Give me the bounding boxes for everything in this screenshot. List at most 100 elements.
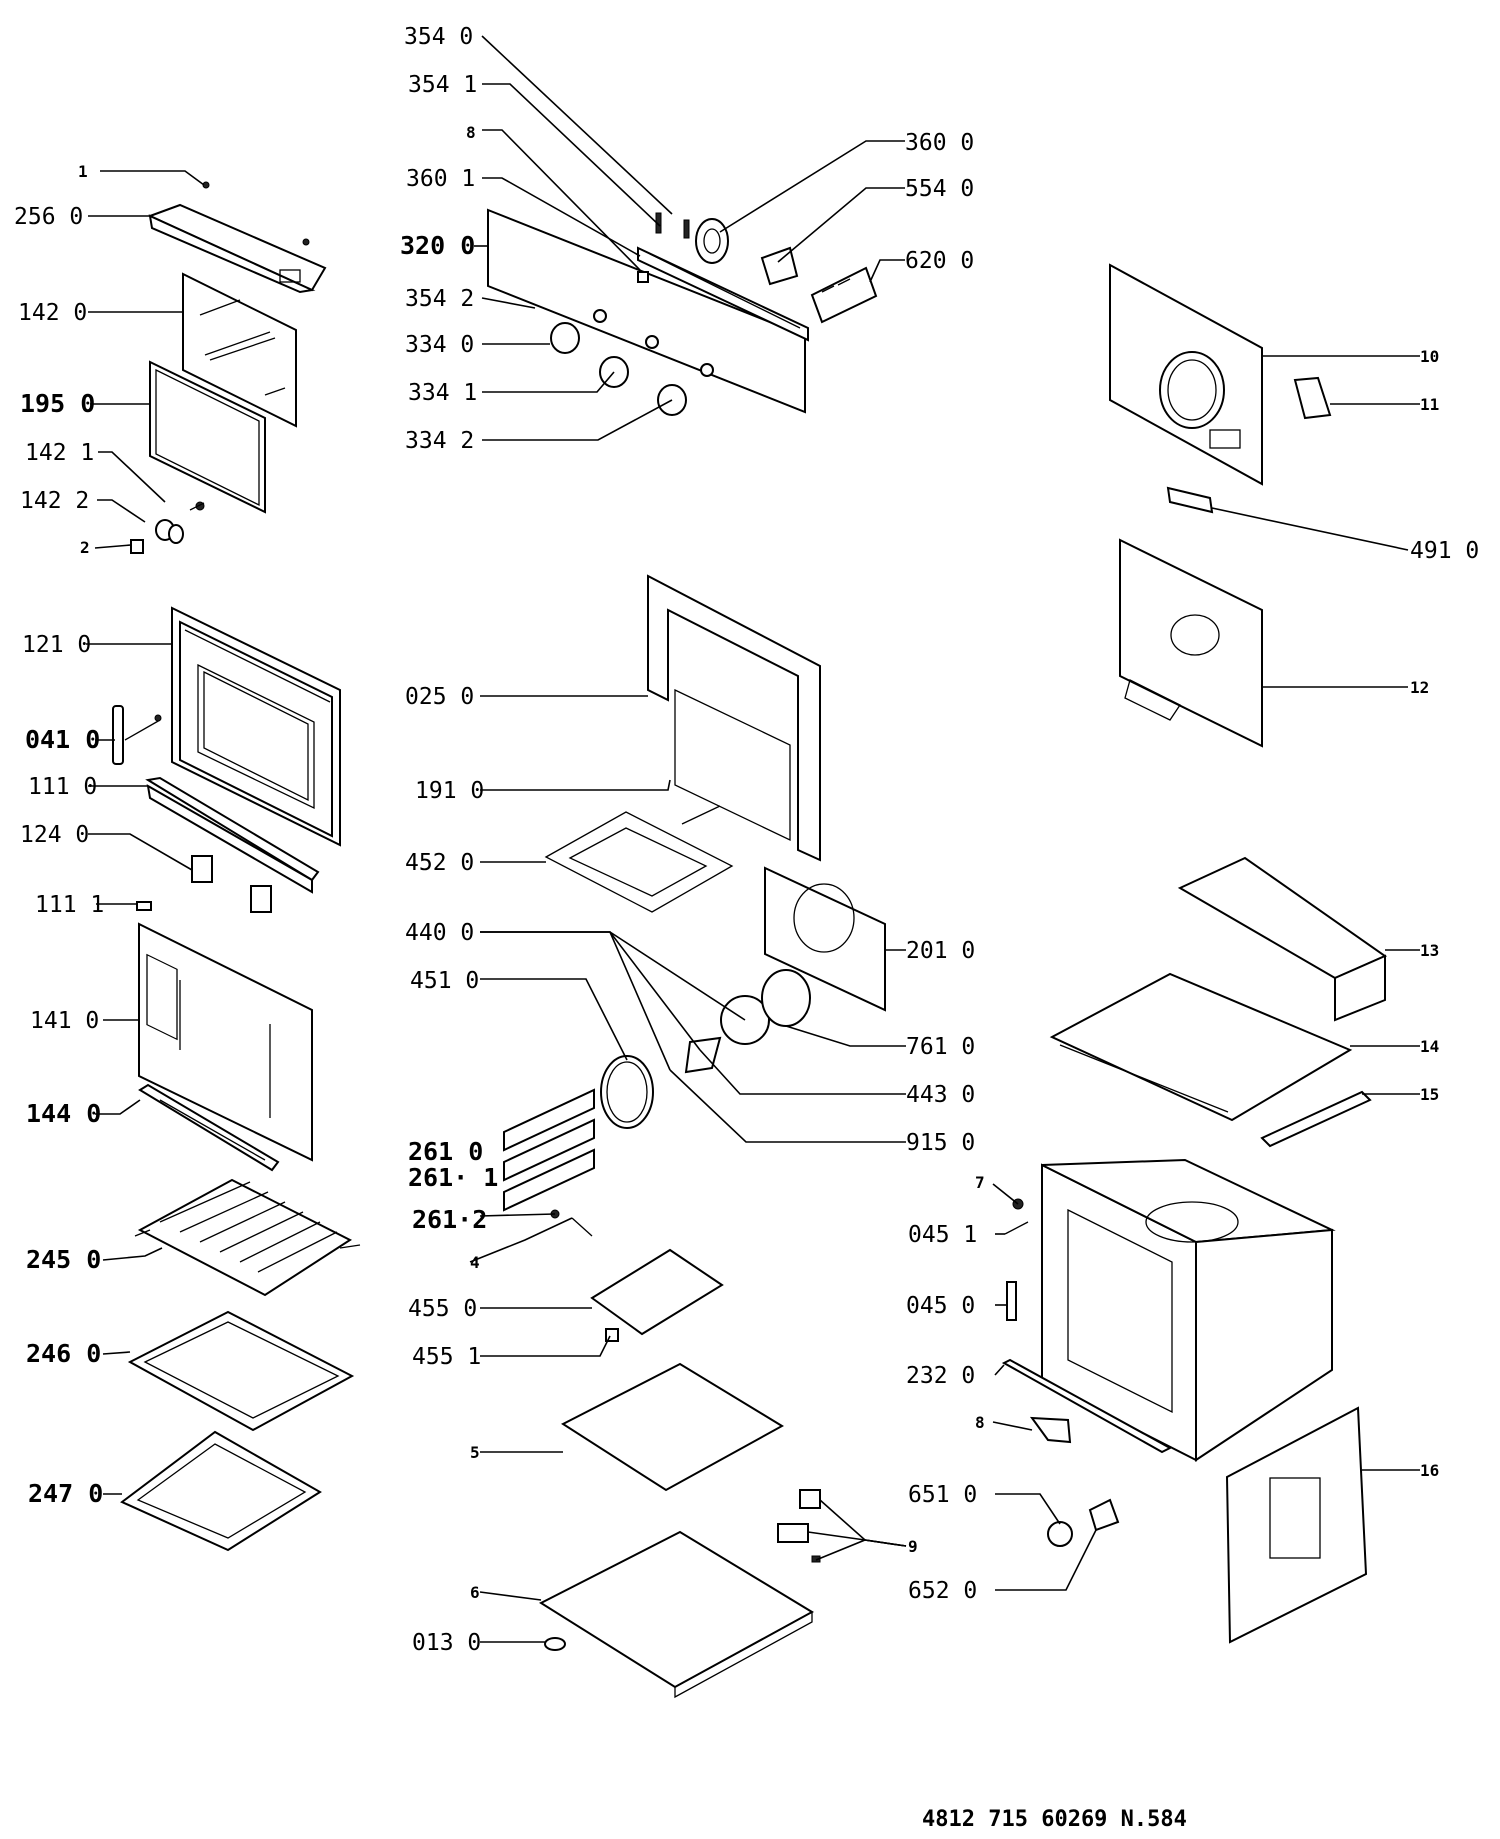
cabinet-base (538, 1530, 815, 1699)
label-041-0: 041 0 (25, 725, 100, 754)
outer-door-glass (182, 272, 297, 428)
indicator-lamps (637, 212, 690, 283)
label-261-2: 261·2 (412, 1205, 487, 1234)
fan-gasket (761, 969, 811, 1027)
lamp-parts (1047, 1498, 1120, 1547)
control-panel-pcb (637, 246, 809, 342)
label-334-0: 334 0 (405, 332, 474, 358)
cavity-back-liner (647, 574, 821, 862)
label-6: 6 (470, 1583, 480, 1602)
label-245-0: 245 0 (26, 1245, 101, 1274)
label-334-1: 334 1 (408, 380, 477, 406)
label-443-0: 443 0 (906, 1082, 975, 1108)
label-8-top: 8 (466, 123, 476, 142)
label-354-1: 354 1 (408, 72, 477, 98)
label-256-0: 256 0 (14, 204, 83, 230)
label-11: 11 (1420, 395, 1439, 414)
label-651-0: 651 0 (908, 1482, 977, 1508)
oven-cavity (1041, 1158, 1336, 1462)
timer-module (695, 218, 729, 264)
label-141-0: 141 0 (30, 1008, 99, 1034)
bottom-heat-shield (560, 1362, 784, 1492)
grill-element (544, 805, 734, 913)
baking-tray (127, 1310, 355, 1432)
inner-door-frame (171, 606, 341, 847)
label-4: 4 (470, 1253, 480, 1272)
label-142-0: 142 0 (18, 300, 87, 326)
label-491-0: 491 0 (1410, 538, 1479, 564)
terminal-block-rear (1293, 376, 1332, 420)
outer-door-panel (138, 922, 313, 1162)
label-045-1: 045 1 (908, 1222, 977, 1248)
label-455-1: 455 1 (412, 1344, 481, 1370)
label-334-2: 334 2 (405, 428, 474, 454)
label-360-1: 360 1 (406, 166, 475, 192)
label-111-0: 111 0 (28, 774, 97, 800)
label-201-0: 201 0 (906, 938, 975, 964)
label-440-0: 440 0 (405, 920, 474, 946)
terminal-block-top (810, 266, 878, 324)
label-246-0: 246 0 (26, 1339, 101, 1368)
door-top-trim (147, 181, 327, 294)
handle-brackets (136, 855, 272, 913)
label-620-0: 620 0 (905, 248, 974, 274)
top-cover (1177, 856, 1388, 1022)
cavity-screws-and-bracket (1001, 1198, 1173, 1454)
label-452-0: 452 0 (405, 850, 474, 876)
bottom-element (590, 1248, 724, 1336)
label-195-0: 195 0 (20, 389, 95, 418)
label-8-bottom: 8 (975, 1413, 985, 1432)
label-320-0: 320 0 (400, 231, 475, 260)
label-13: 13 (1420, 941, 1439, 960)
label-354-2: 354 2 (405, 286, 474, 312)
label-142-2: 142 2 (20, 488, 89, 514)
control-panel-face (487, 208, 806, 414)
label-121-0: 121 0 (22, 632, 91, 658)
label-247-0: 247 0 (28, 1479, 103, 1508)
label-5: 5 (470, 1443, 480, 1462)
side-panel (1225, 1406, 1368, 1644)
label-9: 9 (908, 1537, 918, 1556)
label-360-0: 360 0 (905, 130, 974, 156)
label-15: 15 (1420, 1085, 1439, 1104)
top-plate (1049, 972, 1353, 1122)
label-111-1: 111 1 (35, 892, 104, 918)
door-bottom-trim (138, 1083, 280, 1172)
hinge (112, 705, 162, 765)
label-232-0: 232 0 (906, 1363, 975, 1389)
door-handle (145, 776, 320, 894)
label-013-0: 013 0 (412, 1630, 481, 1656)
convection-cover (764, 866, 886, 1012)
label-7: 7 (975, 1173, 985, 1192)
label-554-0: 554 0 (905, 176, 974, 202)
label-14: 14 (1420, 1037, 1439, 1056)
label-261-0: 261 0 (408, 1137, 483, 1166)
label-451-0: 451 0 (410, 968, 479, 994)
air-deflector (1260, 1090, 1372, 1148)
label-2: 2 (80, 538, 90, 557)
foot (544, 1637, 566, 1651)
label-142-1: 142 1 (25, 440, 94, 466)
label-455-0: 455 0 (408, 1296, 477, 1322)
shelf-supports (503, 1088, 595, 1212)
label-915-0: 915 0 (906, 1130, 975, 1156)
label-652-0: 652 0 (908, 1578, 977, 1604)
clips-9 (777, 1489, 821, 1563)
label-261-1: 261· 1 (408, 1163, 498, 1192)
fan-ring-element (600, 1055, 654, 1129)
label-12: 12 (1410, 678, 1429, 697)
leader-lines (86, 35, 1420, 1643)
label-10: 10 (1420, 347, 1439, 366)
label-144-0: 144 0 (26, 1099, 101, 1128)
label-025-0: 025 0 (405, 684, 474, 710)
label-191-0: 191 0 (415, 778, 484, 804)
label-761-0: 761 0 (906, 1034, 975, 1060)
part-labels: 1 256 0 142 0 195 0 142 1 142 2 2 121 0 … (14, 24, 1479, 1656)
small-fixings (550, 1209, 593, 1237)
label-045-0: 045 0 (906, 1293, 975, 1319)
label-354-0: 354 0 (404, 24, 473, 50)
fan-bracket (1119, 538, 1263, 748)
rotary-switch (760, 246, 799, 286)
label-1: 1 (78, 162, 88, 181)
